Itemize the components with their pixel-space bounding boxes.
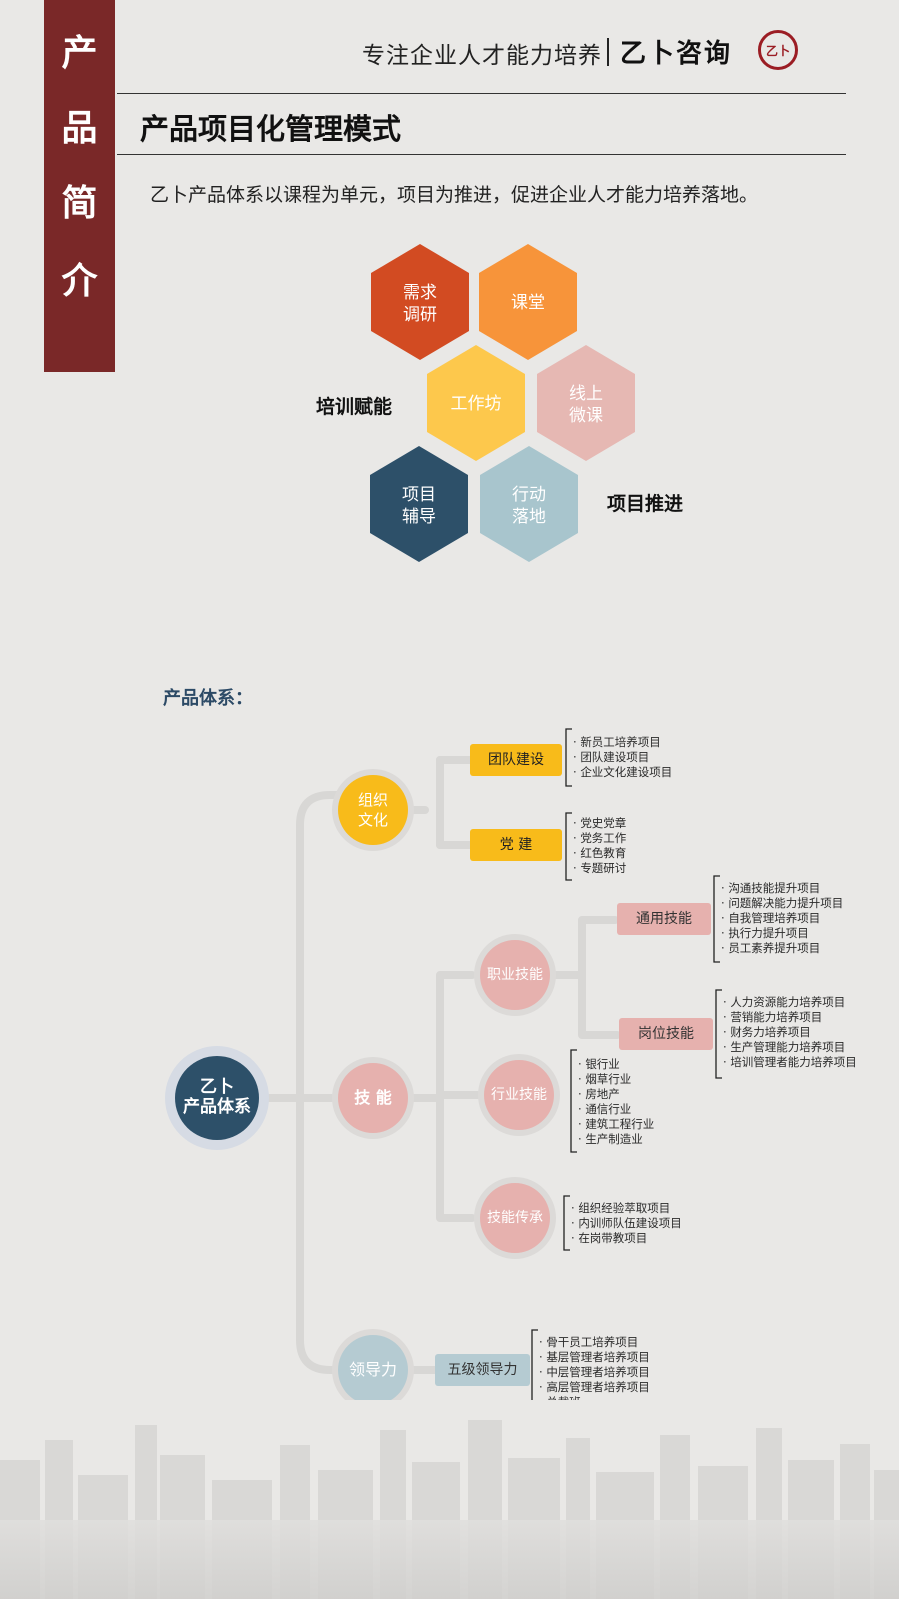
brand-logo-glyph: 乙卜 xyxy=(765,44,790,58)
pill-general-skills: 通用技能 xyxy=(617,903,711,935)
hex-side-label-left: 培训赋能 xyxy=(316,396,393,418)
pill-team-building: 团队建设 xyxy=(470,744,562,776)
list-item: 团队建设项目 xyxy=(573,750,672,765)
list-item: 基层管理者培养项目 xyxy=(539,1350,650,1365)
hexagon-diagram xyxy=(370,244,635,562)
list-item: 问题解决能力提升项目 xyxy=(721,896,843,911)
tree-connectors xyxy=(256,756,621,1374)
list-brackets xyxy=(531,728,722,1416)
city-skyline-decoration xyxy=(0,1400,899,1599)
hex-label: 课堂 xyxy=(511,293,545,313)
sidebar-banner: 产 品 简 介 xyxy=(44,0,115,372)
list-post-skills: 人力资源能力培养项目 营销能力培养项目 财务力培养项目 生产管理能力培养项目 培… xyxy=(723,995,857,1070)
list-five-level-leadership: 骨干员工培养项目 基层管理者培养项目 中层管理者培养项目 高层管理者培养项目 总… xyxy=(539,1335,650,1410)
hex-label: 需求调研 xyxy=(403,283,437,325)
list-item: 党务工作 xyxy=(573,831,626,846)
hex-classroom xyxy=(479,244,577,360)
hex-action-landing xyxy=(480,446,578,562)
list-item: 银行业 xyxy=(578,1057,654,1072)
list-item: 企业文化建设项目 xyxy=(573,765,672,780)
pill-party-building: 党 建 xyxy=(470,829,562,861)
hex-label: 项目辅导 xyxy=(402,485,436,527)
list-item: 通信行业 xyxy=(578,1102,654,1117)
sidebar-char: 品 xyxy=(61,108,98,149)
section-title: 产品项目化管理模式 xyxy=(140,112,402,146)
sidebar-char: 介 xyxy=(61,261,98,302)
node-professional-skills: 职业技能 xyxy=(487,967,543,983)
list-item: 人力资源能力培养项目 xyxy=(723,995,857,1010)
root-node: 乙卜产品体系 xyxy=(183,1077,251,1117)
node-leadership: 领导力 xyxy=(348,1360,397,1379)
list-skill-inheritance: 组织经验萃取项目 内训师队伍建设项目 在岗带教项目 xyxy=(571,1201,682,1246)
product-system-tree xyxy=(165,728,722,1416)
list-item: 自我管理培养项目 xyxy=(721,911,843,926)
list-item: 新员工培养项目 xyxy=(573,735,672,750)
list-item: 红色教育 xyxy=(573,846,626,861)
node-industry-skills: 行业技能 xyxy=(491,1087,547,1103)
list-item: 房地产 xyxy=(578,1087,654,1102)
brand-name: 乙卜咨询 xyxy=(620,39,733,69)
list-item: 骨干员工培养项目 xyxy=(539,1335,650,1350)
hex-label: 线上微课 xyxy=(569,384,603,426)
hex-side-label-right: 项目推进 xyxy=(607,493,684,515)
hex-label: 工作坊 xyxy=(450,394,502,414)
hex-online-microcourse xyxy=(537,345,635,461)
list-item: 中层管理者培养项目 xyxy=(539,1365,650,1380)
node-circles xyxy=(165,769,560,1411)
list-item: 营销能力培养项目 xyxy=(723,1010,857,1025)
hex-need-research xyxy=(371,244,469,360)
hex-label: 行动落地 xyxy=(512,485,546,527)
header-tagline: 专注企业人才能力培养 xyxy=(362,43,602,69)
hex-project-coaching xyxy=(370,446,468,562)
list-party-building: 党史党章 党务工作 红色教育 专题研讨 xyxy=(573,816,626,876)
list-item: 生产管理能力培养项目 xyxy=(723,1040,857,1055)
product-system-label: 产品体系： xyxy=(163,688,253,709)
header-separator xyxy=(607,38,609,66)
list-item: 财务力培养项目 xyxy=(723,1025,857,1040)
list-item: 专题研讨 xyxy=(573,861,626,876)
list-item: 烟草行业 xyxy=(578,1072,654,1087)
list-item: 在岗带教项目 xyxy=(571,1231,682,1246)
sidebar-char: 产 xyxy=(61,33,98,74)
list-general-skills: 沟通技能提升项目 问题解决能力提升项目 自我管理培养项目 执行力提升项目 员工素… xyxy=(721,881,843,956)
section-intro: 乙卜产品体系以课程为单元，项目为推进，促进企业人才能力培养落地。 xyxy=(150,184,759,206)
pill-five-level-leadership: 五级领导力 xyxy=(435,1354,530,1386)
title-rule-top xyxy=(117,93,846,94)
title-rule-bottom xyxy=(117,154,846,155)
list-industry-skills: 银行业 烟草行业 房地产 通信行业 建筑工程行业 生产制造业 xyxy=(578,1057,654,1147)
list-item: 建筑工程行业 xyxy=(578,1117,654,1132)
pill-post-skills: 岗位技能 xyxy=(619,1018,713,1050)
brand-logo-icon: 乙卜 xyxy=(758,30,798,70)
list-item: 组织经验萃取项目 xyxy=(571,1201,682,1216)
list-item: 党史党章 xyxy=(573,816,626,831)
list-item: 沟通技能提升项目 xyxy=(721,881,843,896)
list-item: 内训师队伍建设项目 xyxy=(571,1216,682,1231)
node-skill-inheritance: 技能传承 xyxy=(487,1210,543,1226)
node-skills: 技 能 xyxy=(354,1088,392,1107)
list-item: 高层管理者培养项目 xyxy=(539,1380,650,1395)
list-item: 培训管理者能力培养项目 xyxy=(723,1055,857,1070)
list-team-building: 新员工培养项目 团队建设项目 企业文化建设项目 xyxy=(573,735,672,780)
list-item: 员工素养提升项目 xyxy=(721,941,843,956)
node-org-culture: 组织文化 xyxy=(357,791,388,829)
sidebar-char: 简 xyxy=(61,183,98,224)
list-item: 生产制造业 xyxy=(578,1132,654,1147)
list-item: 执行力提升项目 xyxy=(721,926,843,941)
hex-workshop xyxy=(427,345,525,461)
